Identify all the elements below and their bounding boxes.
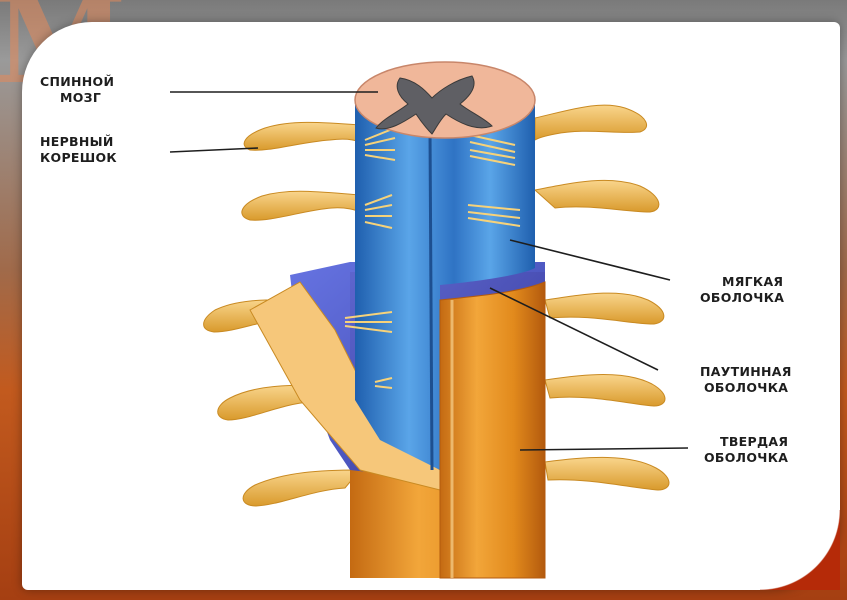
label-arachnoid: ПАУТИННАЯ ОБОЛОЧКА <box>700 364 796 395</box>
label-dura-mater: ТВЕРДАЯ ОБОЛОЧКА <box>704 434 793 465</box>
label-spinal-cord: СПИННОЙ МОЗГ <box>40 74 119 105</box>
label-arachnoid-line1: ПАУТИННАЯ <box>700 364 792 379</box>
nerve-root <box>244 122 360 150</box>
label-dura-line2: ОБОЛОЧКА <box>704 450 788 465</box>
nerve-root <box>242 191 360 220</box>
label-nerve-root-line1: НЕРВНЫЙ <box>40 134 114 149</box>
label-nerve-root: НЕРВНЫЙ КОРЕШОК <box>40 134 118 165</box>
median-fissure <box>430 130 432 470</box>
nerve-root <box>243 470 360 506</box>
nerve-root <box>545 375 665 407</box>
label-spinal-cord-line2: МОЗГ <box>60 90 101 105</box>
nerve-roots-right <box>535 105 669 490</box>
label-pia-line2: ОБОЛОЧКА <box>700 290 784 305</box>
label-nerve-root-line2: КОРЕШОК <box>40 150 117 165</box>
label-arachnoid-line2: ОБОЛОЧКА <box>704 380 788 395</box>
nerve-root <box>545 457 669 490</box>
nerve-root <box>535 180 659 212</box>
label-pia-mater: МЯГКАЯ ОБОЛОЧКА <box>700 274 788 305</box>
nerve-root <box>545 293 664 324</box>
nerve-root <box>535 105 647 140</box>
label-dura-line1: ТВЕРДАЯ <box>720 434 788 449</box>
label-spinal-cord-line1: СПИННОЙ <box>40 74 114 89</box>
label-pia-line1: МЯГКАЯ <box>722 274 783 289</box>
leader-nerve-root <box>170 148 258 152</box>
dura-mater-front <box>440 282 545 578</box>
